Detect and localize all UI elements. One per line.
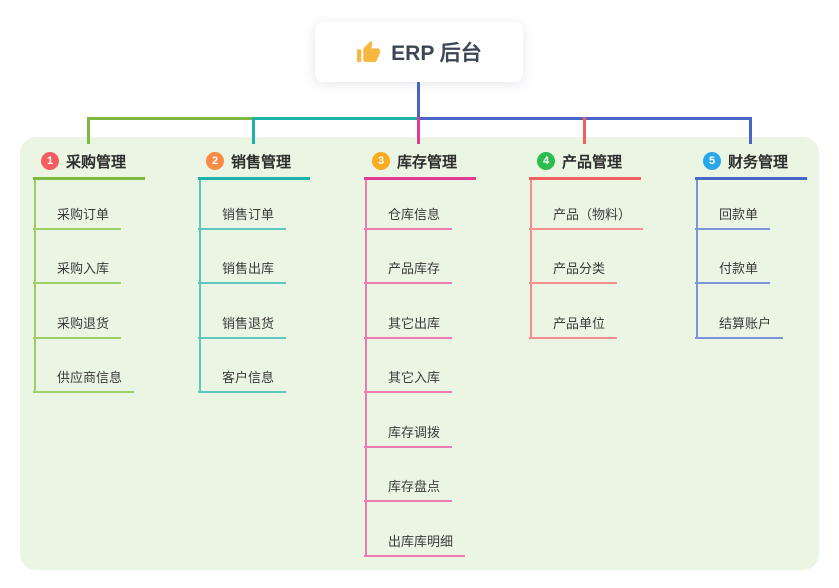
branch-header[interactable]: 3 库存管理 bbox=[364, 151, 476, 180]
item-label: 销售退货 bbox=[222, 315, 275, 331]
branch-inventory: 3 库存管理 仓库信息 产品库存 其它出库 其它入库 库存调拨 库存盘点 出库库… bbox=[364, 151, 476, 557]
branch-badge: 4 bbox=[537, 152, 555, 170]
item-label: 产品单位 bbox=[553, 315, 606, 331]
item-label: 采购退货 bbox=[57, 315, 110, 331]
branch-label: 财务管理 bbox=[728, 153, 789, 171]
branch-item[interactable]: 其它出库 bbox=[364, 284, 453, 339]
branch-item[interactable]: 库存盘点 bbox=[364, 448, 453, 502]
branch-item[interactable]: 客户信息 bbox=[198, 339, 287, 393]
branch-badge: 1 bbox=[41, 152, 59, 170]
item-label: 结算账户 bbox=[719, 315, 772, 331]
branch-item[interactable]: 库存调拨 bbox=[364, 393, 453, 448]
item-label: 付款单 bbox=[719, 261, 759, 276]
branch-item[interactable]: 产品库存 bbox=[364, 230, 453, 284]
branch-drop-line-5 bbox=[749, 117, 752, 144]
branch-item[interactable]: 产品分类 bbox=[529, 230, 618, 284]
branch-item[interactable]: 出库库明细 bbox=[364, 502, 466, 557]
branch-label: 产品管理 bbox=[562, 153, 623, 171]
branch-items: 回款单 付款单 结算账户 bbox=[695, 175, 784, 339]
branch-drop-line-4 bbox=[583, 117, 586, 144]
branch-vertical-line bbox=[199, 180, 201, 393]
branch-items: 产品（物料） 产品分类 产品单位 bbox=[529, 175, 644, 339]
root-connector-line bbox=[417, 82, 420, 120]
branch-item[interactable]: 采购入库 bbox=[33, 230, 122, 284]
branch-finance: 5 财务管理 回款单 付款单 结算账户 bbox=[695, 151, 807, 339]
branch-items: 销售订单 销售出库 销售退货 客户信息 bbox=[198, 175, 287, 393]
branch-label: 库存管理 bbox=[397, 153, 458, 171]
branch-item[interactable]: 销售退货 bbox=[198, 284, 287, 339]
branch-header[interactable]: 4 产品管理 bbox=[529, 151, 641, 180]
trunk-segment-1 bbox=[87, 117, 254, 120]
item-label: 销售订单 bbox=[222, 206, 275, 222]
branch-badge: 2 bbox=[206, 152, 224, 170]
item-label: 库存盘点 bbox=[388, 479, 441, 494]
branch-header[interactable]: 2 销售管理 bbox=[198, 151, 310, 180]
branch-item[interactable]: 结算账户 bbox=[695, 284, 784, 339]
branch-item[interactable]: 销售出库 bbox=[198, 230, 287, 284]
branch-items: 采购订单 采购入库 采购退货 供应商信息 bbox=[33, 175, 135, 393]
branch-item[interactable]: 供应商信息 bbox=[33, 339, 135, 393]
item-label: 回款单 bbox=[719, 206, 759, 222]
root-node[interactable]: ERP 后台 bbox=[315, 22, 523, 82]
branch-label: 采购管理 bbox=[66, 153, 127, 171]
item-label: 客户信息 bbox=[222, 370, 275, 385]
item-label: 产品（物料） bbox=[553, 206, 632, 222]
item-label: 产品分类 bbox=[553, 261, 606, 276]
branch-item[interactable]: 产品（物料） bbox=[529, 175, 644, 230]
branch-badge: 5 bbox=[703, 152, 721, 170]
branch-item[interactable]: 付款单 bbox=[695, 230, 771, 284]
branch-item[interactable]: 采购订单 bbox=[33, 175, 122, 230]
branch-item[interactable]: 回款单 bbox=[695, 175, 771, 230]
branch-item[interactable]: 销售订单 bbox=[198, 175, 287, 230]
item-label: 采购订单 bbox=[57, 206, 110, 222]
branch-drop-line-1 bbox=[87, 117, 90, 144]
branch-item[interactable]: 其它入库 bbox=[364, 339, 453, 393]
branch-item[interactable]: 仓库信息 bbox=[364, 175, 453, 230]
branch-drop-line-3 bbox=[417, 117, 420, 144]
branch-badge: 3 bbox=[372, 152, 390, 170]
branch-items: 仓库信息 产品库存 其它出库 其它入库 库存调拨 库存盘点 出库库明细 bbox=[364, 175, 466, 557]
branch-product: 4 产品管理 产品（物料） 产品分类 产品单位 bbox=[529, 151, 644, 339]
item-label: 出库库明细 bbox=[388, 533, 454, 549]
branch-label: 销售管理 bbox=[231, 153, 292, 171]
branch-drop-line-2 bbox=[252, 117, 255, 144]
item-label: 仓库信息 bbox=[388, 206, 441, 222]
item-label: 库存调拨 bbox=[388, 424, 441, 440]
item-label: 供应商信息 bbox=[57, 370, 123, 385]
canvas-panel bbox=[20, 137, 819, 570]
branch-header[interactable]: 1 采购管理 bbox=[33, 151, 145, 180]
trunk-segment-2 bbox=[253, 117, 419, 120]
branch-sales: 2 销售管理 销售订单 销售出库 销售退货 客户信息 bbox=[198, 151, 310, 393]
branch-vertical-line bbox=[34, 180, 36, 393]
item-label: 销售出库 bbox=[222, 261, 275, 276]
item-label: 其它入库 bbox=[388, 370, 441, 385]
branch-vertical-line bbox=[530, 180, 532, 339]
item-label: 其它出库 bbox=[388, 315, 441, 331]
root-title: ERP 后台 bbox=[391, 42, 482, 65]
branch-header[interactable]: 5 财务管理 bbox=[695, 151, 807, 180]
item-label: 采购入库 bbox=[57, 261, 110, 276]
branch-item[interactable]: 产品单位 bbox=[529, 284, 618, 339]
item-label: 产品库存 bbox=[388, 261, 441, 276]
branch-purchase: 1 采购管理 采购订单 采购入库 采购退货 供应商信息 bbox=[33, 151, 145, 393]
thumbs-up-icon bbox=[357, 40, 381, 62]
branch-item[interactable]: 采购退货 bbox=[33, 284, 122, 339]
branch-vertical-line bbox=[365, 180, 367, 557]
branch-vertical-line bbox=[696, 180, 698, 339]
